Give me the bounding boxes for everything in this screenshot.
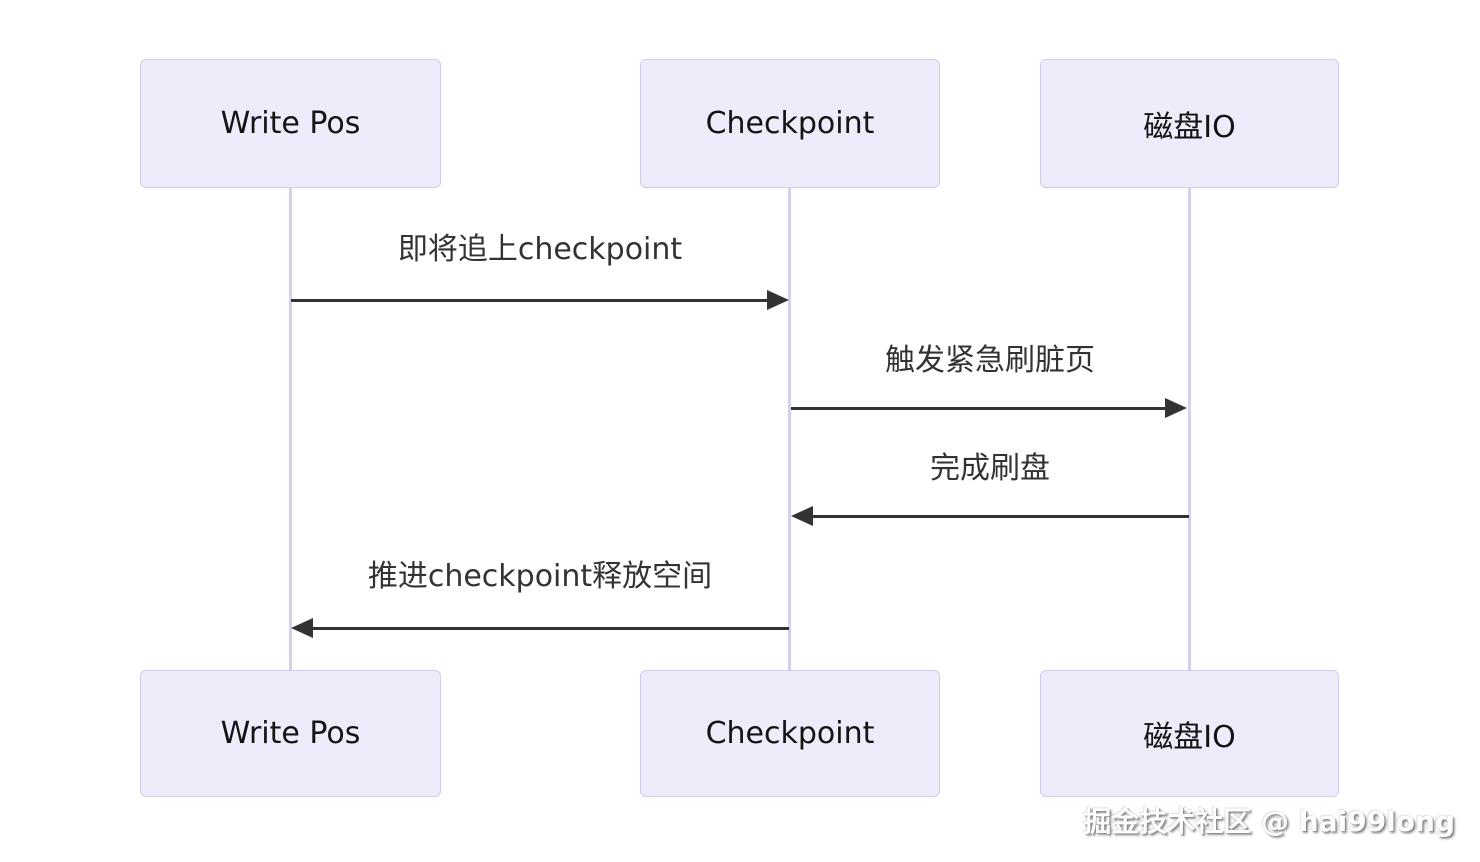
actor-top-checkpoint: Checkpoint <box>640 59 940 188</box>
lifeline-checkpoint <box>788 188 791 670</box>
message-line-2 <box>791 407 1167 410</box>
arrowhead-left-icon <box>291 618 313 638</box>
actor-label-disk-io: 磁盘IO <box>1143 109 1236 145</box>
message-label-4: 推进checkpoint释放空间 <box>367 559 713 594</box>
message-line-3 <box>813 515 1189 518</box>
arrowhead-right-icon <box>1165 398 1187 418</box>
actor-bottom-write-pos: Write Pos <box>140 670 441 797</box>
watermark: 掘金技术社区 @ hai99long <box>1083 805 1455 838</box>
actor-label-disk-io: 磁盘IO <box>1143 719 1236 755</box>
message-label-1: 即将追上checkpoint <box>397 232 683 267</box>
actor-top-disk-io: 磁盘IO <box>1040 59 1339 188</box>
lifeline-disk-io <box>1188 188 1191 670</box>
actor-bottom-checkpoint: Checkpoint <box>640 670 940 797</box>
message-label-3: 完成刷盘 <box>930 451 1050 486</box>
lifeline-write-pos <box>289 188 292 670</box>
message-label-2: 触发紧急刷脏页 <box>885 343 1095 378</box>
actor-label-checkpoint: Checkpoint <box>705 716 875 751</box>
message-line-4 <box>313 627 789 630</box>
actor-label-checkpoint: Checkpoint <box>705 106 875 141</box>
actor-top-write-pos: Write Pos <box>140 59 441 188</box>
actor-label-write-pos: Write Pos <box>220 106 361 141</box>
message-line-1 <box>291 299 769 302</box>
actor-label-write-pos: Write Pos <box>220 716 361 751</box>
arrowhead-left-icon <box>791 506 813 526</box>
arrowhead-right-icon <box>767 290 789 310</box>
actor-bottom-disk-io: 磁盘IO <box>1040 670 1339 797</box>
